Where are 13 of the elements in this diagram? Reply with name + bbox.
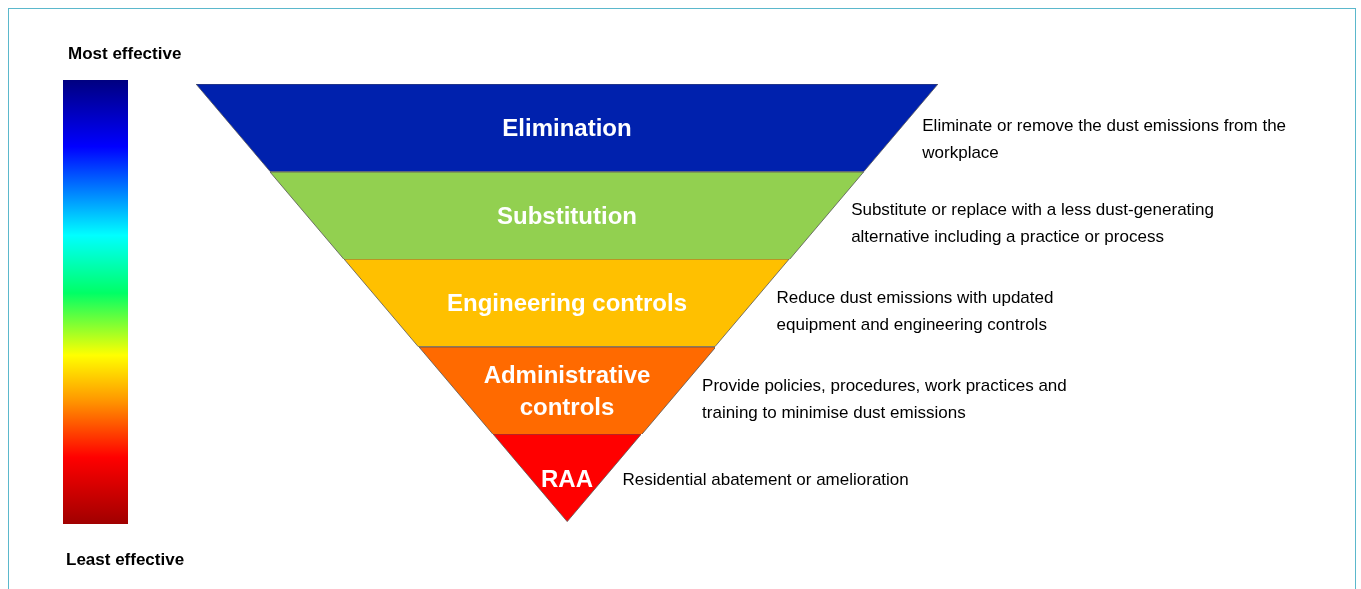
band-description: Provide policies, procedures, work practices and training to minimise dust emissions	[702, 375, 1068, 424]
scale-label: Most effective	[68, 43, 182, 65]
effectiveness-gradient-bar	[63, 80, 128, 524]
scale-label: Least effective	[66, 549, 185, 571]
band-title: Substitution	[497, 200, 637, 231]
band-title: Elimination	[502, 113, 632, 144]
band-description: Substitute or replace with a less dust-generating alternative including a practice or process	[851, 199, 1215, 248]
band-title: Engineering controls	[446, 288, 687, 319]
band-title: RAA	[541, 463, 593, 494]
band-description: Residential abatement or amelioration	[622, 469, 910, 491]
band-description: Eliminate or remove the dust emissions from the workplace	[922, 115, 1288, 164]
band-description: Reduce dust emissions with updated equipment and engineering controls	[776, 287, 1055, 336]
band-title: Administrative controls	[482, 360, 652, 422]
